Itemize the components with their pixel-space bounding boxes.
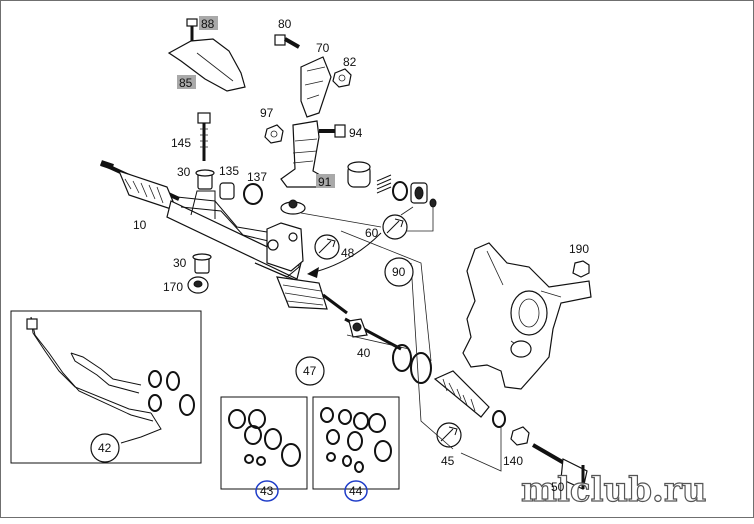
label-90: 90 — [392, 265, 406, 279]
callout-circle-47 — [295, 356, 325, 386]
nut-190 — [572, 260, 590, 278]
label-97: 97 — [260, 106, 274, 120]
bolt-80 — [274, 34, 300, 49]
watermark: mlclub.ru — [521, 470, 706, 510]
bushing-30-top — [195, 169, 215, 190]
label-140: 140 — [503, 454, 523, 468]
bolt-145 — [197, 112, 211, 161]
label-box-85 — [177, 75, 196, 89]
arrow-to-rack — [307, 232, 382, 278]
label-42: 42 — [98, 441, 112, 455]
label-85: 85 — [179, 76, 193, 90]
label-10: 10 — [133, 218, 147, 232]
ring-137 — [243, 183, 263, 205]
label-44: 44 — [349, 484, 363, 498]
label-48: 48 — [341, 246, 355, 260]
universal-joint-70 — [300, 56, 332, 118]
label-30-top: 30 — [177, 165, 191, 179]
pinion-cap — [347, 161, 371, 188]
cover-85 — [167, 38, 246, 92]
tool-icon-48 — [314, 234, 340, 260]
label-60: 60 — [365, 226, 379, 240]
bolt-94 — [319, 124, 346, 138]
label-82: 82 — [343, 55, 357, 69]
steering-knuckle — [462, 242, 592, 390]
label-70: 70 — [316, 41, 330, 55]
label-135: 135 — [219, 164, 239, 178]
label-box-91 — [316, 174, 335, 188]
nut-82 — [332, 68, 352, 88]
ring-large — [392, 344, 412, 372]
label-47: 47 — [303, 364, 317, 378]
label-94: 94 — [349, 126, 363, 140]
label-190: 190 — [569, 242, 589, 256]
plate-48 — [280, 199, 306, 215]
cap-135 — [219, 182, 235, 200]
inset-42-box — [10, 310, 202, 464]
label-box-88 — [199, 16, 218, 30]
tie-rod-end-50 — [531, 443, 588, 490]
label-137: 137 — [247, 170, 267, 184]
steering-rack-10 — [100, 160, 348, 315]
inner-tie-rod-40 — [344, 317, 402, 351]
label-145: 145 — [171, 136, 191, 150]
label-30-bottom: 30 — [173, 256, 187, 270]
adjuster-nut — [410, 182, 428, 204]
screw — [429, 198, 437, 208]
nut-97 — [264, 124, 284, 144]
callout-circle-90 — [384, 257, 414, 287]
seal-kit-44-box — [312, 396, 400, 502]
label-43: 43 — [260, 484, 274, 498]
label-45: 45 — [441, 454, 455, 468]
ring-clamp — [410, 352, 432, 384]
tool-icon-45 — [436, 422, 462, 448]
label-91: 91 — [318, 175, 332, 189]
seal-ring — [392, 181, 408, 201]
washer-170 — [187, 276, 209, 294]
label-88: 88 — [201, 17, 215, 31]
bushing-30-bottom — [192, 253, 212, 274]
bolt-88 — [186, 18, 198, 43]
label-80: 80 — [278, 17, 292, 31]
label-170: 170 — [163, 280, 183, 294]
label-50: 50 — [551, 480, 565, 494]
spring — [376, 174, 392, 194]
label-40: 40 — [357, 346, 371, 360]
boot-45 — [433, 370, 490, 418]
seal-kit-43-box — [220, 396, 308, 502]
tool-icon-60 — [382, 214, 408, 240]
clamp-140 — [492, 410, 530, 446]
